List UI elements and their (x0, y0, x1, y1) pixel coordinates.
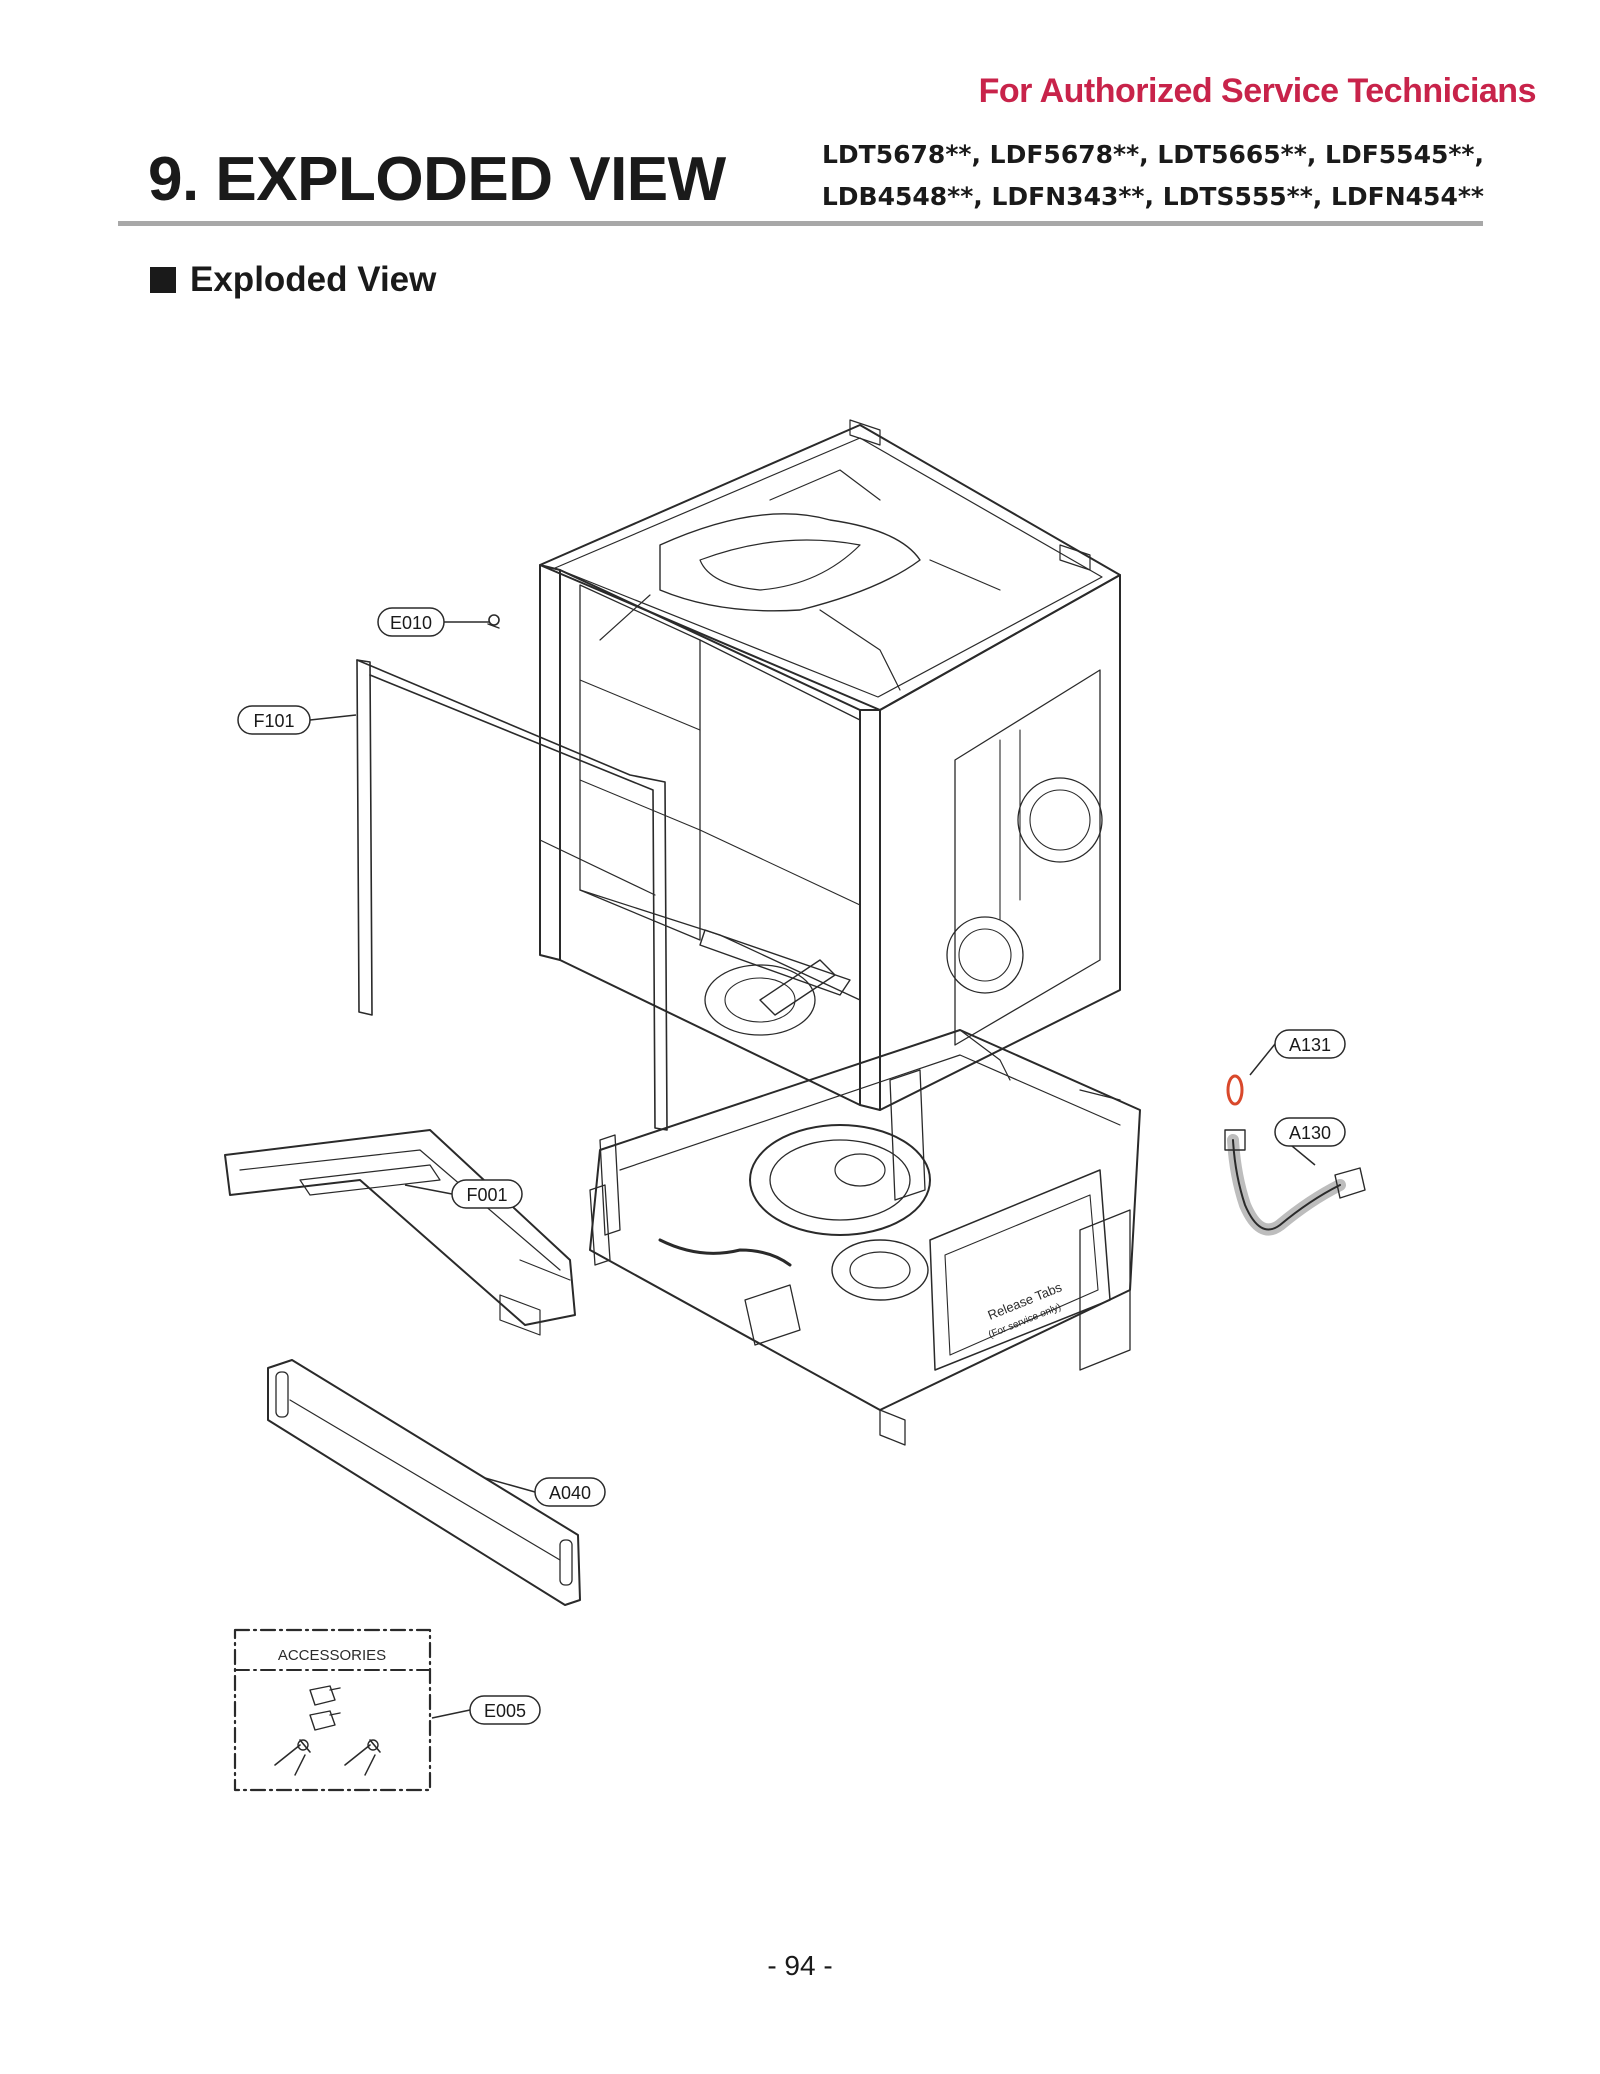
callout-f001: F001 (451, 1179, 523, 1209)
hose-clamp-ring-part (1226, 1074, 1244, 1106)
callout-a040-label: A040 (549, 1483, 591, 1503)
authorized-technicians-notice: For Authorized Service Technicians (978, 72, 1537, 110)
callout-a131: A131 (1274, 1029, 1346, 1059)
callout-f001-label: F001 (466, 1185, 507, 1205)
accessories-box (233, 1628, 432, 1792)
tub-assembly (539, 419, 1121, 1111)
model-list-line-2: LDB4548**, LDFN343**, LDTS555**, LDFN454… (821, 182, 1484, 211)
header-divider (118, 221, 1483, 226)
callout-e010: E010 (377, 607, 445, 637)
page-title: 9. EXPLODED VIEW (148, 145, 726, 214)
callout-e010-label: E010 (390, 613, 432, 633)
callout-f101: F101 (237, 705, 311, 735)
callout-a130: A130 (1274, 1117, 1346, 1147)
callout-e005: E005 (469, 1695, 541, 1725)
callout-a040: A040 (534, 1477, 606, 1507)
callout-a131-label: A131 (1289, 1035, 1331, 1055)
base-sump-assembly (589, 1029, 1141, 1446)
door-gasket-part (356, 659, 668, 1131)
accessories-label: ACCESSORIES (278, 1647, 386, 1664)
screw-part (487, 614, 500, 629)
callout-e005-label: E005 (484, 1701, 526, 1721)
section-title: Exploded View (190, 260, 437, 299)
callout-a130-label: A130 (1289, 1123, 1331, 1143)
model-list: LDT5678**, LDF5678**, LDT5665**, LDF5545… (822, 134, 1484, 218)
kick-plate-part (267, 1359, 581, 1606)
section-bullet-icon (150, 267, 176, 293)
section-heading: Exploded View (150, 260, 436, 300)
callout-f101-label: F101 (253, 711, 294, 731)
bottom-tray-part (224, 1129, 576, 1336)
page-number: - 94 - (767, 1950, 833, 1981)
model-list-line-1: LDT5678**, LDF5678**, LDT5665**, LDF5545… (822, 140, 1484, 169)
drain-hose-part (1224, 1129, 1366, 1236)
